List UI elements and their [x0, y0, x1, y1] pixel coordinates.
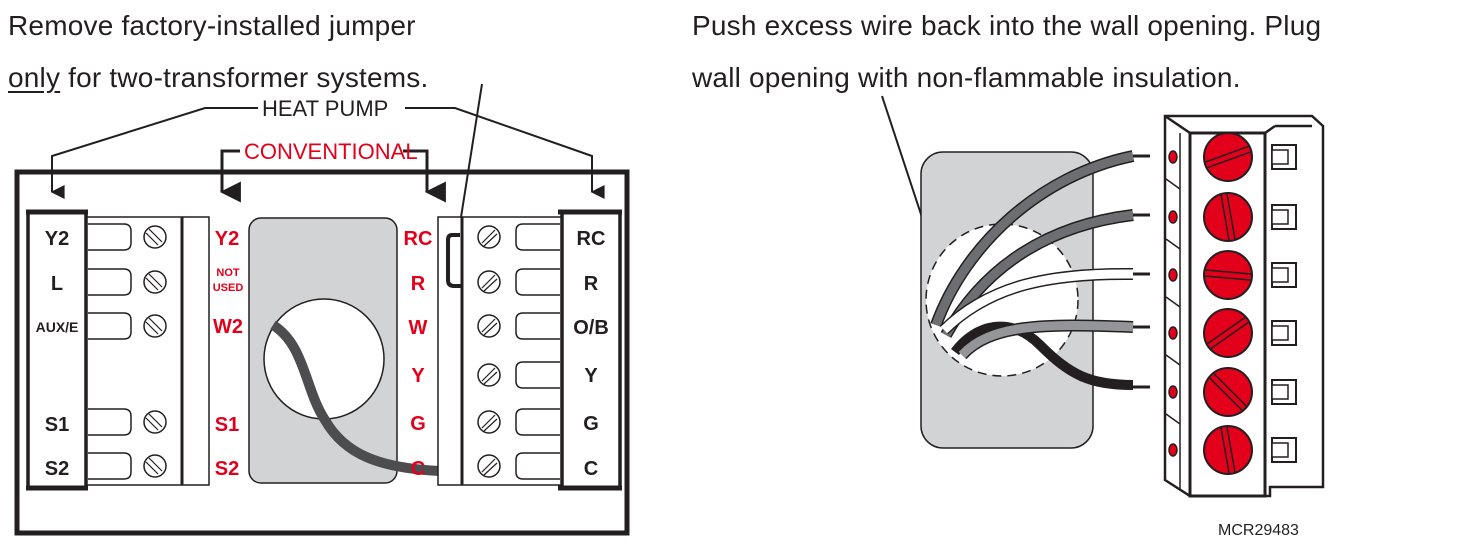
terminal-tab: [88, 268, 132, 296]
red-screw-icon: [1203, 308, 1253, 358]
terminal-label-hp-rc: RC: [577, 228, 606, 250]
factory-jumper[interactable]: [446, 233, 462, 288]
terminal-label-conv-g: G: [410, 413, 426, 435]
emphasis-only: only: [8, 62, 61, 93]
terminal-label-hp-y: Y: [584, 365, 598, 387]
screw-icon: [477, 363, 501, 387]
terminal-label-conv-c: C: [411, 458, 425, 480]
red-screw-icon: [1203, 250, 1253, 300]
terminal-label-hp-r: R: [584, 273, 599, 295]
terminal-tab: [88, 452, 132, 480]
terminal-label-used: USED: [213, 282, 244, 294]
terminal-tab: [515, 361, 560, 389]
terminal-label-conv-y: Y: [411, 365, 425, 387]
terminal-dot: [1168, 268, 1178, 282]
terminal-tab: [515, 452, 560, 480]
terminal-dot: [1168, 443, 1178, 457]
red-screw-icon: [1203, 425, 1253, 475]
wall-opening: [263, 298, 385, 420]
terminal-label-conv-s1: S1: [215, 414, 239, 436]
heat-pump-left-label-column: [26, 210, 88, 490]
left-terminal-block: [83, 216, 210, 486]
screw-icon: [477, 410, 501, 434]
conventional-leader: [219, 149, 446, 203]
terminal-label-not: NOT: [216, 267, 240, 279]
conventional-label: CONVENTIONAL: [244, 139, 418, 164]
screw-icon: [143, 270, 167, 294]
terminal-dot: [1168, 385, 1178, 399]
terminal-label-conv-y2: Y2: [215, 228, 239, 250]
terminal-tab: [88, 223, 132, 251]
terminal-tab: [515, 408, 560, 436]
instruction-jumper: Remove factory-installed jumper only for…: [8, 0, 428, 104]
instruction-jumper-line1: Remove factory-installed jumper: [8, 10, 416, 41]
terminal-label-conv-w2: W2: [213, 316, 243, 338]
terminal-tab: [515, 223, 560, 251]
red-screw-icon: [1203, 367, 1253, 417]
terminal-label-hp-g: G: [583, 413, 599, 435]
terminal-dot: [1168, 326, 1178, 340]
instruction-jumper-line2: only for two-transformer systems.: [8, 52, 428, 104]
screw-icon: [477, 314, 501, 338]
thermostat-base-frame: [14, 169, 630, 536]
terminal-label-hp-s1: S1: [45, 414, 69, 436]
terminal-tab: [88, 312, 132, 340]
heat-pump-right-label-column: [560, 210, 622, 490]
wire-bundle: [930, 150, 1150, 390]
terminal-label-hp-aux-e: AUX/E: [36, 319, 79, 335]
instruction-excess-wire: Push excess wire back into the wall open…: [692, 0, 1321, 104]
instruction-excess-wire-line2: wall opening with non-flammable insulati…: [692, 62, 1241, 93]
terminal-label-conv-s2: S2: [215, 458, 239, 480]
screw-icon: [477, 454, 501, 478]
red-screw-icon: [1203, 192, 1253, 242]
screw-icon: [143, 314, 167, 338]
figure-id: MCR29483: [1218, 522, 1299, 539]
terminal-label-hp-c: C: [584, 458, 598, 480]
terminal-dot: [1168, 210, 1178, 224]
terminal-label-conv-rc: RC: [404, 228, 433, 250]
terminal-tab: [88, 408, 132, 436]
screw-icon: [477, 225, 501, 249]
wire-1: [931, 151, 1134, 327]
right-terminal-block: [437, 216, 569, 486]
screw-icon: [143, 454, 167, 478]
thermostat-wire: [270, 320, 441, 476]
terminal-tab: [515, 268, 560, 296]
wire-4: [958, 320, 1134, 359]
heat-pump-label: HEAT PUMP: [262, 96, 388, 121]
terminal-tab: [515, 312, 560, 340]
screw-icon: [143, 225, 167, 249]
terminal-label-hp-s2: S2: [45, 458, 69, 480]
instruction-jumper-line2-rest: for two-transformer systems.: [60, 62, 429, 93]
wiring-terminal-block: [1163, 114, 1325, 498]
wire-5: [950, 321, 1134, 390]
instruction-excess-wire-line1: Push excess wire back into the wall open…: [692, 10, 1322, 41]
terminal-label-hp-o-b: O/B: [573, 317, 609, 339]
terminal-label-hp-l: L: [51, 273, 63, 295]
screw-icon: [477, 270, 501, 294]
wire-3: [940, 269, 1134, 334]
terminal-label-conv-w: W: [409, 317, 428, 339]
terminal-dot: [1168, 150, 1178, 164]
red-screw-icon: [1203, 132, 1253, 182]
screw-icon: [143, 410, 167, 434]
terminal-label-hp-y2: Y2: [45, 228, 69, 250]
terminal-label-conv-r: R: [411, 273, 426, 295]
